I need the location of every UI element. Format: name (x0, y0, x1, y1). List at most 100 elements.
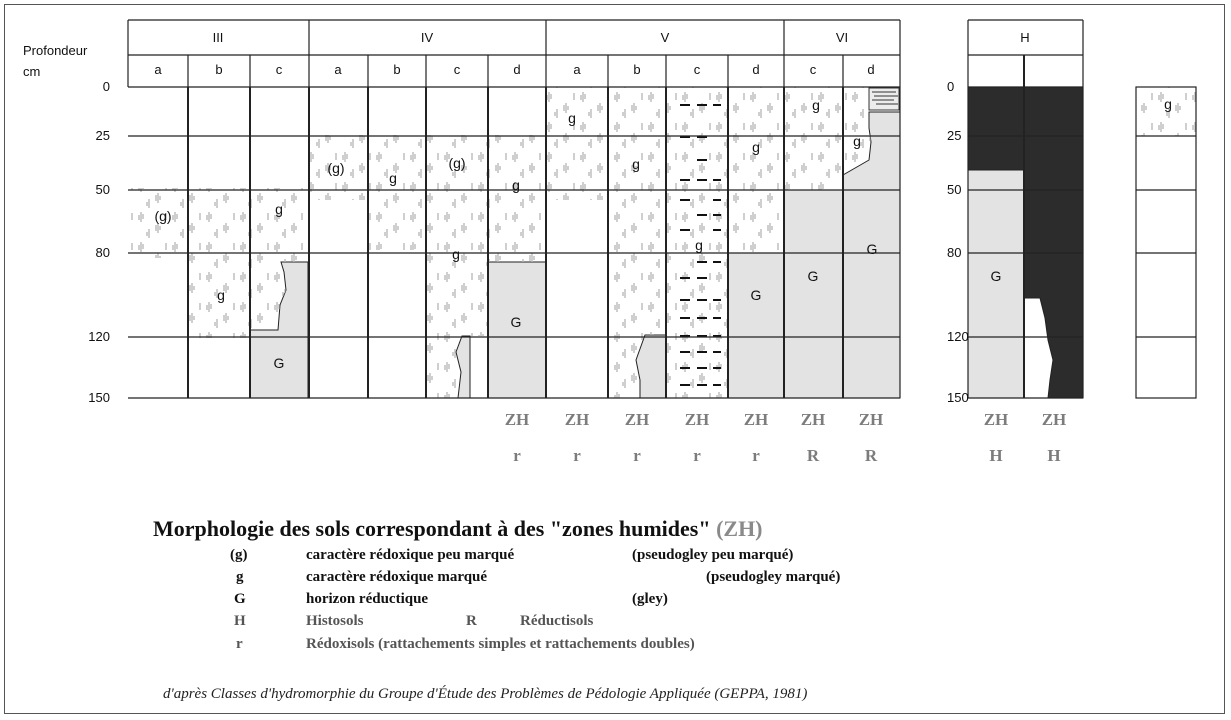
class-III: III (213, 30, 224, 45)
mark-Hc-G: G (991, 268, 1002, 284)
code-VIc: R (807, 446, 820, 465)
code-Hc: H (989, 446, 1002, 465)
mark-Vc: g (695, 237, 703, 253)
sub-IIIb: b (215, 62, 222, 77)
legend-note-gley: (gley) (632, 591, 668, 607)
h-depth-120: 120 (947, 329, 969, 344)
legend-text-reductisols: Réductisols (520, 613, 594, 629)
mark-IVb: g (389, 170, 397, 186)
code-Hd: H (1047, 446, 1060, 465)
depth-unit: cm (23, 64, 40, 79)
legend-title-zh: (ZH) (716, 516, 763, 541)
mottle-Va (546, 87, 608, 200)
surface-hatch-VId (868, 87, 900, 111)
code-VId: R (865, 446, 878, 465)
main-grid (127, 19, 901, 399)
gley-Hc (967, 169, 1025, 399)
class-IV: IV (421, 30, 434, 45)
mark-IVd-g: g (512, 177, 520, 193)
legend-sym-reductisols: R (466, 613, 477, 629)
depth-50: 50 (96, 182, 110, 197)
mark-VId-g: g (853, 133, 861, 149)
sub-IVb: b (393, 62, 400, 77)
legend-sym-weak-pseudogley: (g) (230, 547, 248, 563)
legend-text-histosols: Histosols (306, 613, 364, 629)
mark-VIc-G: G (808, 268, 819, 284)
depth-0: 0 (103, 79, 110, 94)
mottle-IIIa (128, 188, 188, 258)
sub-Vb: b (633, 62, 640, 77)
sub-IIIa: a (154, 62, 162, 77)
zh-Vc: ZH (685, 410, 710, 429)
zh-Hd: ZH (1042, 410, 1067, 429)
legend-note-pseudogley: (pseudogley marqué) (706, 569, 841, 585)
mottle-Vc (666, 87, 728, 398)
mark-IVc-g1: (g) (448, 155, 465, 171)
class-H: H (1020, 30, 1029, 45)
sub-Va: a (573, 62, 581, 77)
legend-text-gley: horizon réductique (306, 591, 429, 607)
mottle-IIIb (188, 188, 250, 338)
legend-title-main: Morphologie des sols correspondant à des… (153, 516, 717, 541)
code-Vb: r (633, 446, 641, 465)
mark-VIc-g: g (812, 97, 820, 113)
zh-Vd: ZH (744, 410, 769, 429)
zh-IVd: ZH (505, 410, 530, 429)
class-V: V (661, 30, 670, 45)
mark-IVc-g2: g (452, 246, 460, 262)
histosol-horizons (967, 86, 1084, 399)
sub-IVd: d (513, 62, 520, 77)
mark-VId-G: G (867, 241, 878, 257)
zh-Vb: ZH (625, 410, 650, 429)
sub-Vd: d (752, 62, 759, 77)
mottle-IVd (488, 135, 546, 262)
zh-VIc: ZH (801, 410, 826, 429)
right-column-grid (1135, 86, 1197, 399)
sub-VIc: c (810, 62, 817, 77)
mark-IVa: (g) (327, 160, 344, 176)
gley-dashes-Vc (680, 104, 721, 386)
zh-Va: ZH (565, 410, 590, 429)
mark-right-g: g (1164, 96, 1172, 112)
h-depth-50: 50 (947, 182, 961, 197)
code-IVd: r (513, 446, 521, 465)
mark-IIIc-G: G (274, 355, 285, 371)
gley-Vd (727, 252, 785, 399)
mark-IIIc-g: g (275, 201, 283, 217)
legend-text-redoxisols: Rédoxisols (rattachements simples et rat… (306, 636, 695, 652)
mottle-IVb (368, 135, 426, 250)
mark-Vd-g: g (752, 139, 760, 155)
depth-title: Profondeur (23, 43, 88, 58)
sub-IIIc: c (276, 62, 283, 77)
gley-VIc (783, 189, 844, 399)
h-depth-150: 150 (947, 390, 969, 405)
mottle-IIIc (250, 188, 308, 330)
legend-sym-redoxisols: r (236, 636, 243, 652)
h-depth-25: 25 (947, 128, 961, 143)
depth-150: 150 (88, 390, 110, 405)
mark-IIIb: g (217, 287, 225, 303)
mottle-VIc (784, 87, 843, 190)
legend-note-weak-pseudogley: (pseudogley peu marqué) (632, 547, 794, 563)
code-Va: r (573, 446, 581, 465)
code-Vd: r (752, 446, 760, 465)
class-VI: VI (836, 30, 848, 45)
code-Vc: r (693, 446, 701, 465)
legend-text-pseudogley: caractère rédoxique marqué (306, 569, 488, 585)
legend-sym-pseudogley: g (236, 569, 244, 585)
mark-IVd-G: G (511, 314, 522, 330)
legend-sym-histosols: H (234, 613, 246, 629)
figure-source-credit: d'après Classes d'hydromorphie du Groupe… (163, 686, 808, 702)
h-depth-80: 80 (947, 245, 961, 260)
depth-80: 80 (96, 245, 110, 260)
mark-IIIa: (g) (154, 208, 171, 224)
legend-title: Morphologie des sols correspondant à des… (153, 516, 763, 542)
mottle-VId (843, 87, 871, 175)
gley-horizons (249, 111, 1025, 399)
depth-25: 25 (96, 128, 110, 143)
pseudogley-zones (128, 87, 1196, 398)
sub-VId: d (867, 62, 874, 77)
